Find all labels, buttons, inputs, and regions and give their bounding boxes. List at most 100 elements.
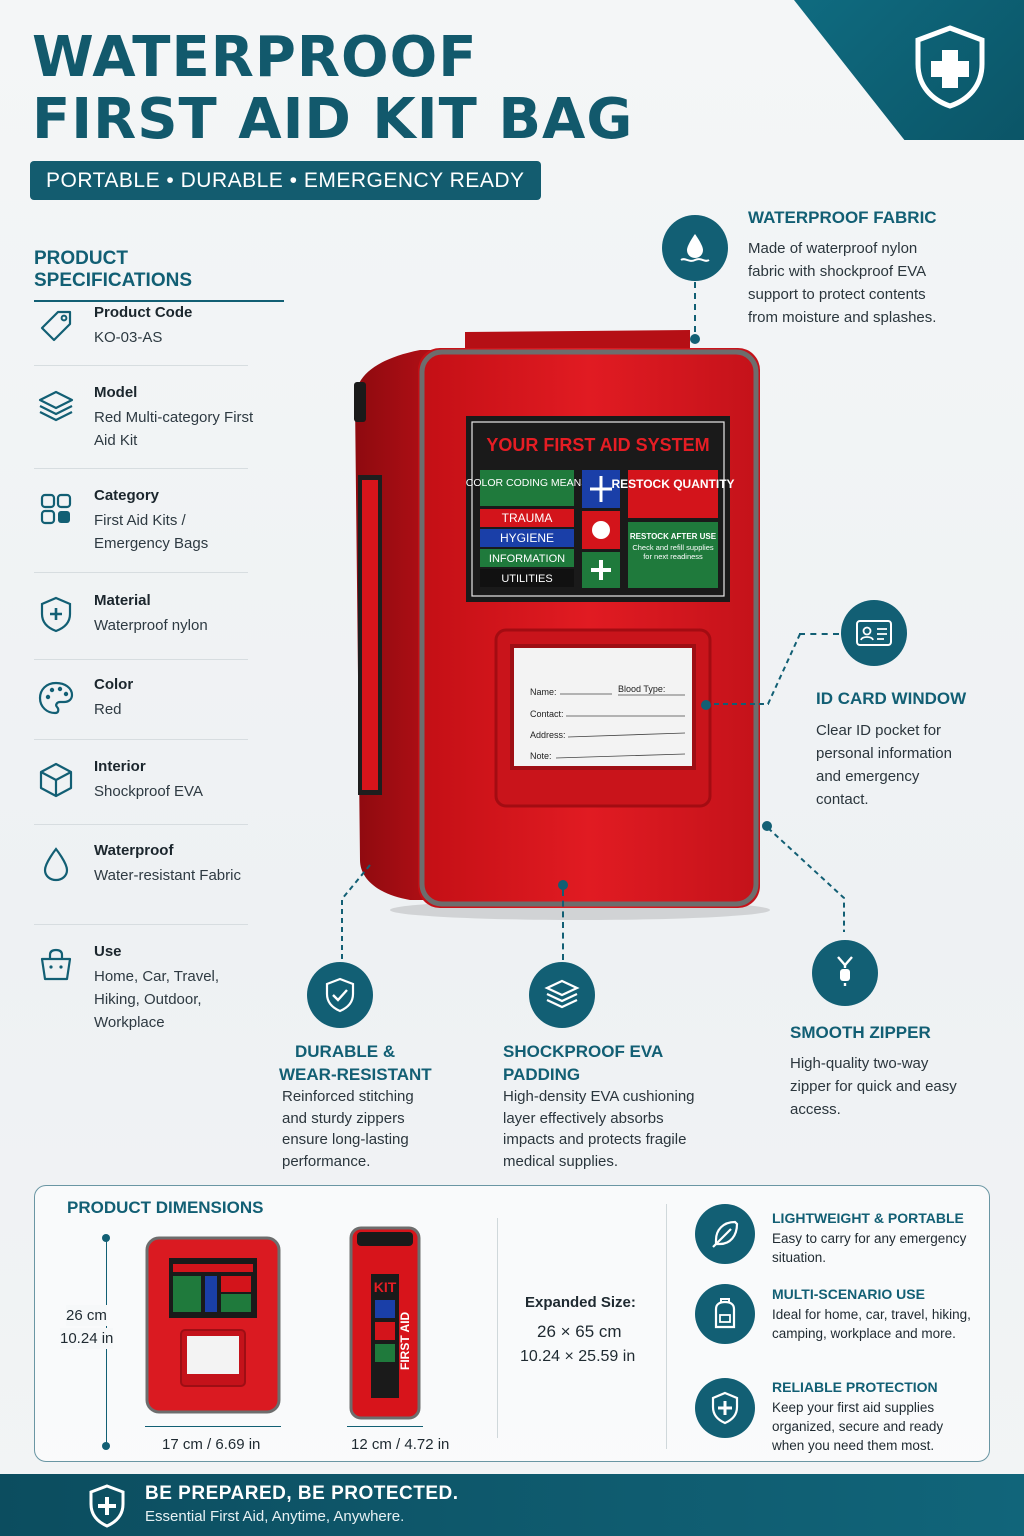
bag-icon [40,948,72,981]
connector-line [799,633,839,635]
card-blood-label: Blood Type: [618,684,665,694]
patch-title: YOUR FIRST AID SYSTEM [486,435,709,455]
side-kit-label: KIT [374,1279,397,1295]
dimensions-panel: PRODUCT DIMENSIONS 26 cm 10.24 in 17 cm … [34,1185,990,1462]
spec-use: Use Home, Car, Travel, Hiking, Outdoor, … [34,943,248,1038]
height-in: 10.24 in [60,1328,114,1349]
feature-durable-title1: DURABLE & [295,1042,396,1061]
benefit-lightweight-desc: Easy to carry for any emergency situatio… [772,1231,967,1265]
expanded-label: Expanded Size: [525,1294,636,1311]
feature-shockproof-title2: PADDING [503,1065,581,1084]
benefit-multi-scenario-desc: Ideal for home, car, travel, hiking, cam… [772,1307,971,1341]
footer-headline: BE PREPARED, BE PROTECTED. [145,1483,459,1504]
dimensions-title: PRODUCT DIMENSIONS [67,1198,264,1217]
feature-durable-desc: Reinforced stitching and sturdy zippers … [282,1088,414,1170]
spec-waterproof: Waterproof Water-resistant Fabric [34,842,248,925]
card-address-label: Address: [530,730,566,740]
spec-category: Category First Aid Kits / Emergency Bags [34,487,248,573]
divider [666,1204,667,1449]
bag-front-thumbnail [145,1236,281,1414]
benefit-multi-scenario-icon [695,1284,755,1344]
patch-row-utilities: UTILITIES [501,573,552,585]
connector-dot [762,821,772,831]
benefit-protection-icon [695,1378,755,1438]
tagline-banner: PORTABLE • DURABLE • EMERGENCY READY [30,161,541,200]
feature-zipper-title: SMOOTH ZIPPER [790,1023,931,1042]
spec-interior: Interior Shockproof EVA [34,758,248,825]
card-contact-label: Contact: [530,709,564,719]
card-note-label: Note: [530,751,552,761]
divider [497,1218,498,1438]
spec-color: Color Red [34,676,248,740]
connector-dot [701,700,711,710]
shield-plus-icon [40,596,72,633]
page-title: WATERPROOF FIRST AID KIT BAG [32,25,634,152]
marker-end [102,1442,110,1450]
spec-material: Material Waterproof nylon [34,592,248,660]
waterproof-feature-icon [662,215,728,281]
box-icon [39,762,73,798]
connector-diagonal [706,633,801,705]
expanded-cm: 26 × 65 cm [537,1322,622,1341]
feature-zipper-desc: High-quality two-way zipper for quick an… [790,1055,957,1118]
shield-plus-icon [711,1391,739,1425]
marker-end [102,1234,110,1242]
patch-row-information: INFORMATION [489,553,565,565]
shockproof-feature-icon [529,962,595,1028]
specs-title: PRODUCT SPECIFICATIONS [34,248,284,302]
feature-shockproof-title1: SHOCKPROOF EVA [503,1042,664,1061]
durable-feature-icon [307,962,373,1028]
id-card-icon [856,620,892,646]
height-cm: 26 cm [66,1305,107,1326]
connector-line [694,282,696,332]
depth-dimension: 12 cm / 4.72 in [351,1436,450,1453]
patch-color-coding: COLOR CODING MEANS [466,477,589,489]
connector-diagonal [341,864,371,959]
connector-dot [690,334,700,344]
tag-icon [40,310,72,342]
bag-illustration: YOUR FIRST AID SYSTEM COLOR CODING MEANS… [354,330,770,920]
patch-row-trauma: TRAUMA [502,511,553,525]
drop-icon [43,847,69,882]
connector-dot [558,880,568,890]
backpack-icon [714,1298,736,1329]
feature-idcard-desc: Clear ID pocket for personal information… [816,722,952,808]
patch-restock-after: RESTOCK AFTER USE [630,532,717,541]
corner-badge [794,0,1024,140]
feature-idcard-title: ID CARD WINDOW [816,689,967,708]
feature-durable-title2: WEAR-RESISTANT [279,1065,432,1084]
zipper-icon [837,956,853,989]
card-name-label: Name: [530,687,557,697]
patch-restock-note: Check and refill supplies for next readi… [632,543,714,561]
spec-product-code: Product Code KO-03-AS [34,304,248,366]
water-drop-icon [680,234,710,262]
feature-waterproof-title: WATERPROOF FABRIC [748,208,937,227]
shield-plus-icon [915,25,985,109]
expanded-in: 10.24 × 25.59 in [520,1348,636,1365]
connector-diagonal [767,827,845,932]
benefit-lightweight-icon [695,1204,755,1264]
feature-shockproof-desc: High-density EVA cushioning layer effect… [503,1088,695,1170]
grid-icon [40,493,72,525]
feather-icon [712,1220,739,1248]
benefit-lightweight-title: LIGHTWEIGHT & PORTABLE [772,1210,964,1226]
footer-banner: BE PREPARED, BE PROTECTED. Essential Fir… [0,1474,1024,1536]
palette-icon [38,681,74,715]
side-first-aid-label: FIRST AID [398,1311,412,1370]
benefit-protection-title: RELIABLE PROTECTION [772,1379,938,1395]
benefit-multi-scenario-title: MULTI-SCENARIO USE [772,1286,925,1302]
footer-subline: Essential First Aid, Anytime, Anywhere. [145,1508,405,1525]
id-card-feature-icon [841,600,907,666]
feature-waterproof-desc: Made of waterproof nylon fabric with sho… [748,240,937,326]
first-aid-bag-image: YOUR FIRST AID SYSTEM COLOR CODING MEANS… [340,320,780,920]
connector-line [562,890,564,960]
layers-icon [38,390,74,422]
patch-row-hygiene: HYGIENE [500,531,554,545]
width-dimension: 17 cm / 6.69 in [162,1436,261,1453]
zipper-feature-icon [812,940,878,1006]
shield-icon [325,977,355,1013]
layers-icon [544,979,580,1009]
bag-side-thumbnail: KIT FIRST AID [349,1226,421,1420]
spec-model: Model Red Multi-category First Aid Kit [34,384,253,469]
width-marker [145,1426,281,1427]
